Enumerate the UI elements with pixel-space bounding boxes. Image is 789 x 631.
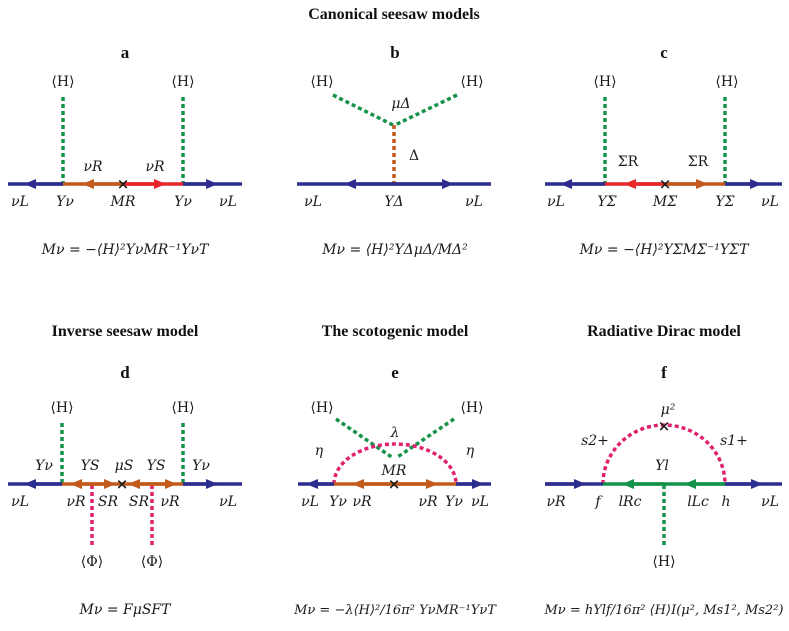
label-Phi-left: ⟨Φ⟩ — [81, 554, 103, 570]
label-M: MR — [381, 463, 407, 479]
label-YS-right: YS — [147, 458, 166, 474]
label-nuR-right: νR — [160, 494, 180, 510]
mass-insertion-x: × — [659, 175, 672, 193]
label-nuL: νL — [761, 494, 779, 510]
label-Sigma-left: ΣR — [618, 154, 639, 170]
panel-d: Inverse seesaw model d ⟨H⟩ ⟨H⟩ × Yν YS μ… — [8, 323, 242, 618]
label-M: MR — [110, 194, 136, 210]
label-Y-left: Yν — [329, 494, 347, 510]
panel-letter-d: d — [120, 363, 130, 382]
higgs-line-left — [332, 93, 394, 127]
label-nuL-right: νL — [465, 194, 483, 210]
eta-loop — [332, 442, 458, 485]
label-H-left: ⟨H⟩ — [51, 74, 74, 90]
label-H-right: ⟨H⟩ — [460, 400, 483, 416]
label-nuL-right: νL — [761, 194, 779, 210]
label-nuL-left: νL — [547, 194, 565, 210]
label-f: f — [594, 494, 603, 510]
label-nuL-left: νL — [304, 194, 322, 210]
label-Y-left: YΣ — [597, 194, 616, 210]
label-H-right: ⟨H⟩ — [460, 74, 483, 90]
section-title-canonical: Canonical seesaw models — [308, 6, 480, 23]
section-title-inverse: Inverse seesaw model — [52, 323, 199, 340]
label-SR-left: SR — [98, 494, 119, 510]
label-lambda: λ — [390, 425, 400, 441]
scalar-loop — [601, 423, 727, 485]
label-nuR-right: νR — [145, 159, 165, 175]
label-Ynu-right: Yν — [192, 458, 210, 474]
label-Y-left: Yν — [56, 194, 74, 210]
label-H-left: ⟨H⟩ — [593, 74, 616, 90]
panel-letter-e: e — [391, 363, 399, 382]
formula-f: Mν = hYlf/16π² ⟨H⟩I(μ², Ms1², Ms2²) — [544, 603, 784, 618]
label-nuL-right: νL — [471, 494, 489, 510]
label-H-right: ⟨H⟩ — [171, 74, 194, 90]
label-nuR-left: νR — [83, 159, 103, 175]
label-H-bottom: ⟨H⟩ — [652, 554, 675, 570]
loop-mass-insertion-x: × — [658, 417, 671, 435]
label-M: MΣ — [652, 194, 677, 210]
panel-a: a ⟨H⟩ ⟨H⟩ × νR νR νL Yν MR Yν νL Mν = −⟨… — [8, 43, 242, 258]
mass-insertion-x: × — [388, 475, 401, 493]
label-Ynu-left: Yν — [35, 458, 53, 474]
formula-c: Mν = −⟨H⟩²YΣMΣ⁻¹YΣT — [579, 242, 750, 258]
label-muS: μS — [115, 458, 134, 474]
higgs-line-right — [394, 93, 458, 127]
panel-c: c ⟨H⟩ ⟨H⟩ × ΣR ΣR νL YΣ MΣ YΣ νL Mν = −⟨… — [545, 43, 782, 258]
label-Phi-right: ⟨Φ⟩ — [141, 554, 163, 570]
label-YS-left: YS — [81, 458, 100, 474]
higgs-line-right — [395, 417, 455, 460]
formula-d: Mν = FμSFT — [79, 602, 173, 618]
label-Y-right: YΣ — [715, 194, 734, 210]
label-Yl: Yl — [655, 458, 669, 474]
section-title-radiative-dirac: Radiative Dirac model — [587, 323, 741, 340]
section-title-scotogenic: The scotogenic model — [322, 323, 469, 340]
label-nuR: νR — [546, 494, 566, 510]
panel-f: Radiative Dirac model f × μ² s2+ s1+ Yl … — [544, 323, 784, 618]
higgs-line-left — [335, 417, 394, 460]
label-nuL-right: νL — [219, 494, 237, 510]
label-eta-right: η — [466, 443, 475, 459]
label-s1: s1+ — [720, 433, 748, 449]
label-lRc: lRc — [619, 494, 642, 510]
label-mu2: μ² — [661, 402, 676, 418]
label-H-right: ⟨H⟩ — [715, 74, 738, 90]
label-eta-left: η — [315, 443, 324, 459]
label-nuR-left: νR — [352, 494, 372, 510]
label-lLc: lLc — [687, 494, 709, 510]
label-H-right: ⟨H⟩ — [171, 400, 194, 416]
panel-b: b ⟨H⟩ ⟨H⟩ μΔ Δ νL YΔ νL Mν = ⟨H⟩²YΔμΔ/MΔ… — [297, 43, 491, 258]
label-Y-right: Yν — [174, 194, 192, 210]
label-nuL-left: νL — [11, 494, 29, 510]
label-nuL-left: νL — [11, 194, 29, 210]
label-h: h — [721, 494, 730, 510]
panel-letter-a: a — [121, 43, 130, 62]
label-Y: YΔ — [384, 194, 403, 210]
label-nuR-left: νR — [66, 494, 86, 510]
label-Sigma-right: ΣR — [688, 154, 709, 170]
label-Y-right: Yν — [445, 494, 463, 510]
label-s2: s2+ — [581, 433, 609, 449]
label-nuL-left: νL — [301, 494, 319, 510]
panel-letter-f: f — [661, 363, 667, 382]
label-H-left: ⟨H⟩ — [310, 74, 333, 90]
label-Delta: Δ — [409, 148, 419, 164]
mass-insertion-x: × — [116, 475, 129, 493]
panel-letter-c: c — [660, 43, 668, 62]
label-nuL-right: νL — [219, 194, 237, 210]
mass-insertion-x: × — [117, 175, 130, 193]
formula-a: Mν = −⟨H⟩²YνMR⁻¹YνT — [41, 242, 210, 258]
formula-e: Mν = −λ⟨H⟩²/16π² YνMR⁻¹YνT — [293, 603, 497, 618]
label-mu-delta: μΔ — [391, 96, 410, 112]
formula-b: Mν = ⟨H⟩²YΔμΔ/MΔ² — [321, 242, 468, 258]
label-H-left: ⟨H⟩ — [310, 400, 333, 416]
label-nuR-right: νR — [418, 494, 438, 510]
panel-letter-b: b — [390, 43, 399, 62]
panel-e: The scotogenic model e ⟨H⟩ ⟨H⟩ λ η η MR … — [293, 323, 497, 618]
label-H-left: ⟨H⟩ — [50, 400, 73, 416]
label-SR-right: SR — [129, 494, 150, 510]
